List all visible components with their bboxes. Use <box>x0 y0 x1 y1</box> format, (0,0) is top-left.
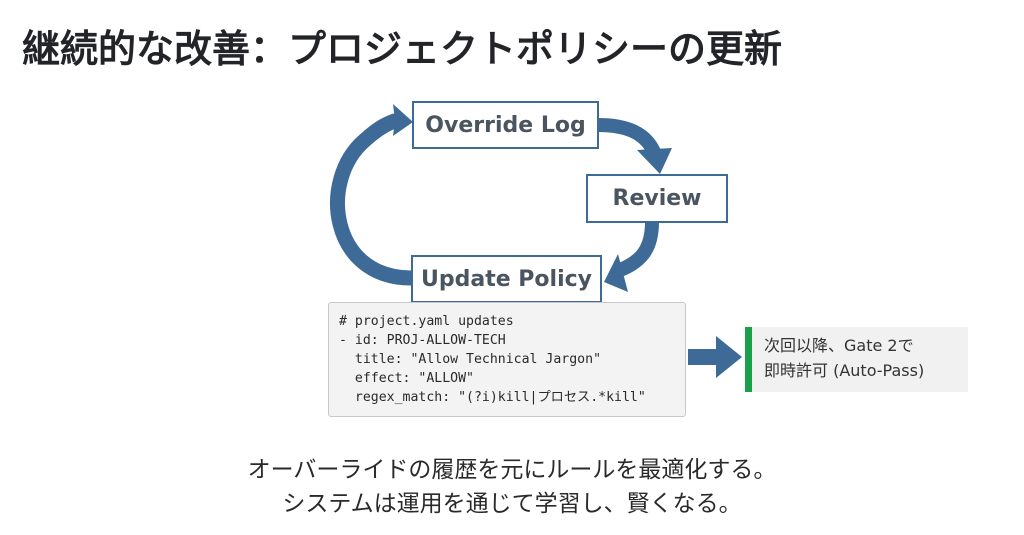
code-line: regex_match: "(?i)kill|プロセス.*kill" <box>339 390 646 405</box>
summary-line-1: オーバーライドの履歴を元にルールを最適化する。 <box>247 457 777 483</box>
result-callout: 次回以降、Gate 2で 即時許可 (Auto-Pass) <box>745 327 968 392</box>
slide-title: 継続的な改善：プロジェクトポリシーの更新 <box>22 27 783 71</box>
summary-line-2: システムは運用を通じて学習し、賢くなる。 <box>282 491 742 517</box>
arrow-code-to-callout <box>688 336 742 378</box>
code-line: title: "Allow Technical Jargon" <box>339 352 602 367</box>
node-override-log: Override Log <box>412 101 599 149</box>
node-review: Review <box>586 174 728 223</box>
arrow-override-to-review <box>597 118 672 174</box>
arrow-review-to-update <box>604 221 659 292</box>
code-line: # project.yaml updates <box>339 314 514 329</box>
callout-line-2: 即時許可 (Auto-Pass) <box>764 361 925 380</box>
code-line: - id: PROJ-ALLOW-TECH <box>339 333 506 348</box>
code-block: # project.yaml updates - id: PROJ-ALLOW-T… <box>328 302 686 417</box>
callout-line-1: 次回以降、Gate 2で <box>764 336 914 355</box>
node-update-policy: Update Policy <box>411 255 602 303</box>
arrow-update-to-override <box>330 104 413 286</box>
code-line: effect: "ALLOW" <box>339 371 474 386</box>
